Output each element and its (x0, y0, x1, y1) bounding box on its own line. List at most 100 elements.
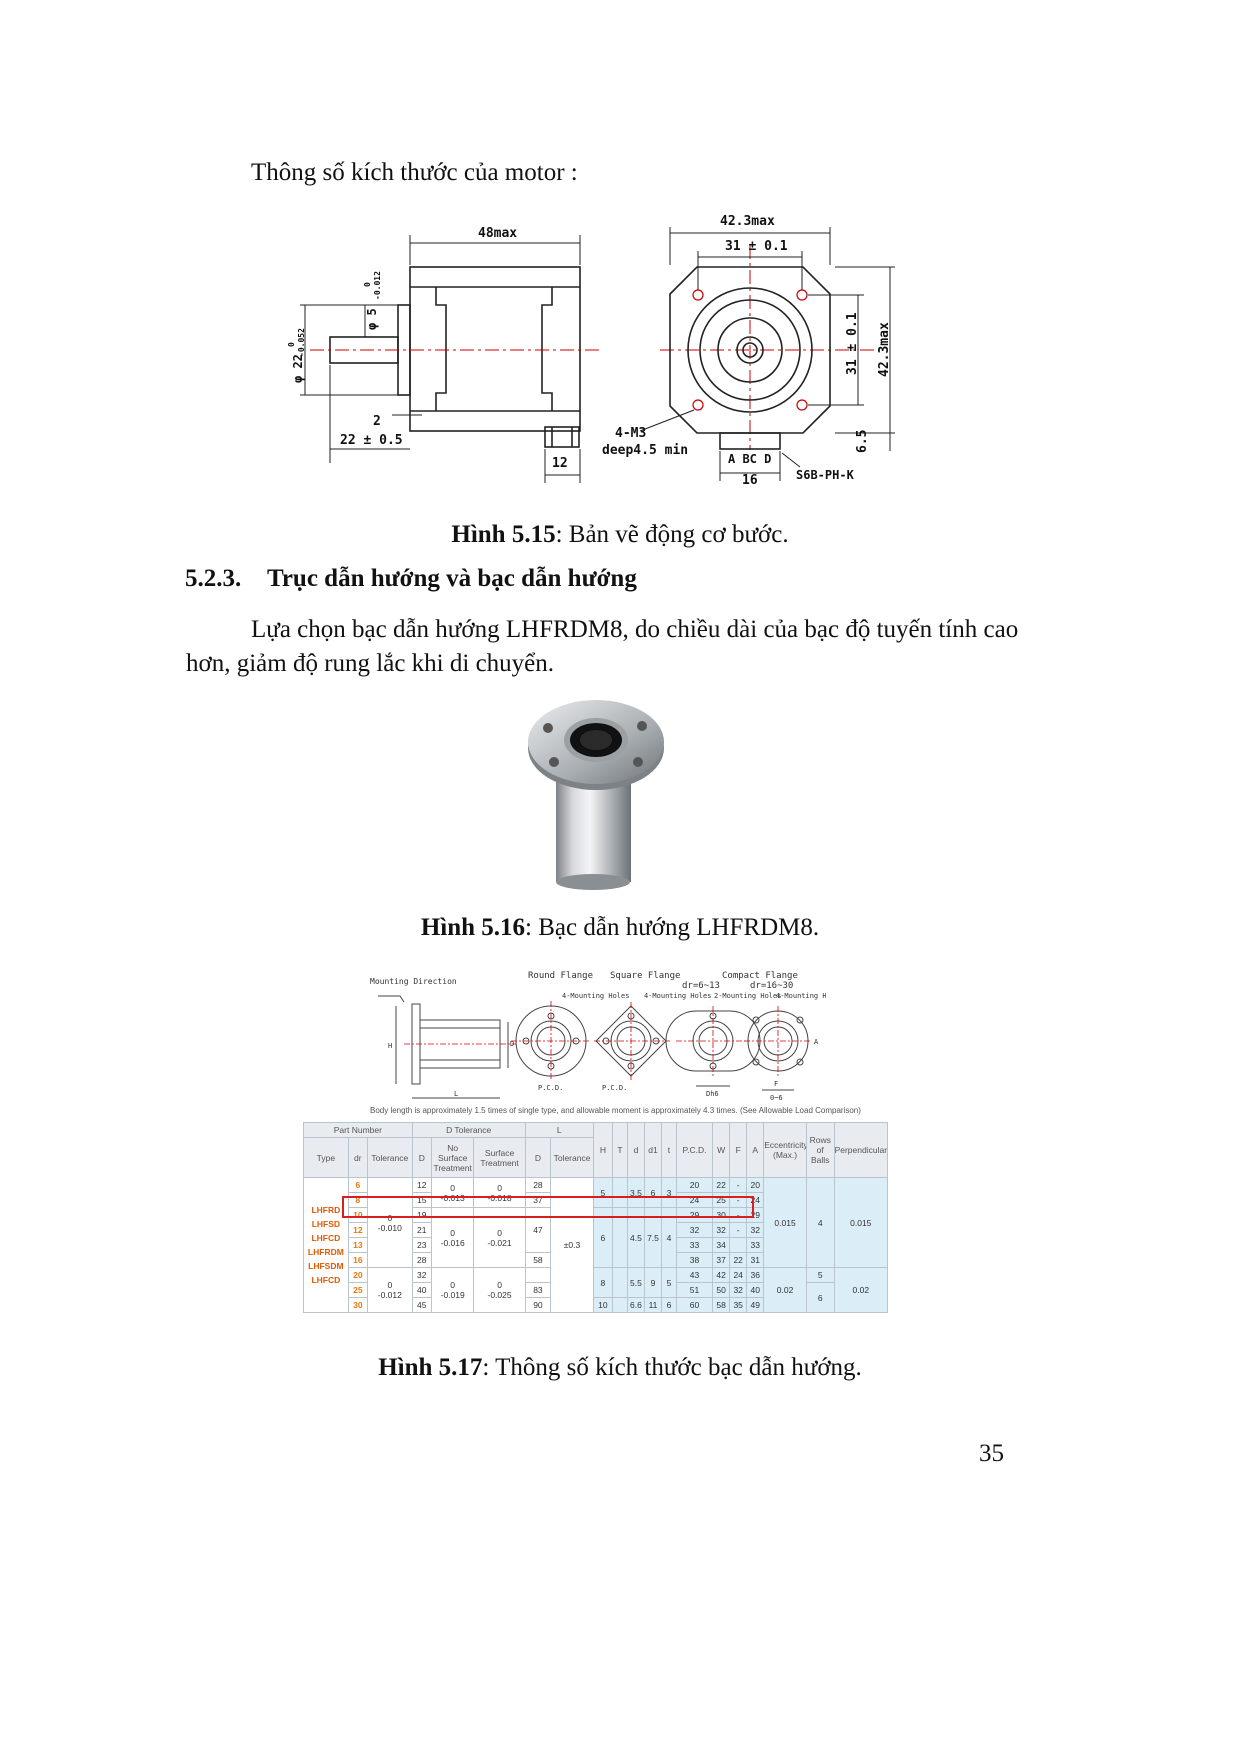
label-holes-square: 4-Mounting Holes (644, 992, 711, 1000)
label-L: L (454, 1090, 458, 1098)
type-name: LHFRDM (307, 1247, 344, 1257)
caption-label: Hình 5.15 (451, 521, 556, 548)
cell-D: 12 (411, 1177, 432, 1193)
label-b6: 0~6 (770, 1094, 783, 1102)
type-name: LHFSDM (308, 1261, 344, 1271)
dim-boss-height: 2 (373, 414, 381, 429)
th-part-number: Part Number (303, 1122, 413, 1138)
th-rows-of-balls: Rows of Balls (805, 1122, 835, 1178)
th-L-val: D (524, 1137, 552, 1178)
dim-hole-pitch-v: 31 ± 0.1 (845, 312, 860, 375)
cell-pcd: 32 (675, 1222, 714, 1238)
label-F: F (774, 1080, 778, 1088)
dim-shaft-dia: φ 5 (365, 308, 379, 330)
dim-pins: A BC D (728, 452, 771, 466)
figure-caption-5-16: Hình 5.16: Bạc dẫn hướng LHFRDM8. (0, 911, 1240, 945)
th-D: D (411, 1137, 432, 1178)
cell-dr-tol-a: 0-0.010 (366, 1177, 413, 1268)
th-perpendicularity: Perpendicularity (833, 1122, 889, 1178)
cell-perp-1: 0.015 (833, 1177, 889, 1268)
page-number: 35 (979, 1440, 1004, 1467)
cell-W: 58 (712, 1297, 731, 1313)
cell-W: 30 (712, 1207, 731, 1223)
spec-table-wrapper: Part Number D Tolerance L H T d d1 t P.C… (303, 1122, 889, 1313)
caption-text: : Bản vẽ động cơ bước. (555, 521, 789, 548)
cell-rows-2: 5 (805, 1267, 835, 1283)
th-A: A (746, 1122, 765, 1178)
dim-shaft-tol-upper: 0 (363, 282, 372, 287)
dim-boss-tol-upper: 0 (287, 342, 296, 347)
dim-height-max: 42.3max (877, 322, 892, 377)
paragraph-line-2: hơn, giảm độ rung lắc khi di chuyển. (186, 650, 555, 677)
cell-D: 28 (411, 1252, 432, 1268)
label-holes-compact-small: 2-Mounting Holes (714, 992, 781, 1000)
label-square-flange: Square Flange (610, 971, 680, 981)
label-D: D (510, 1040, 514, 1048)
intro-text: Thông số kích thước của motor : (251, 159, 578, 186)
cell-D: 32 (411, 1267, 432, 1283)
cell-dr: 6 (347, 1177, 368, 1193)
dim-length: 48max (478, 226, 517, 241)
cell-F: 24 (729, 1267, 748, 1283)
cell-F: 35 (729, 1297, 748, 1313)
cell-F: - (729, 1207, 748, 1223)
cell-W: 42 (712, 1267, 731, 1283)
th-L: L (524, 1122, 594, 1138)
bushing-photo (528, 700, 664, 890)
mount-hole-3 (692, 399, 704, 411)
cell-W: 22 (712, 1177, 731, 1193)
cell-d3: 5.5 (626, 1267, 645, 1298)
type-name: LHFCD (311, 1275, 341, 1285)
label-holes-round: 4-Mounting Holes (562, 992, 629, 1000)
label-dr-small: dr=6~13 (682, 981, 720, 991)
cell-dr: 20 (347, 1267, 368, 1283)
dim-conn-offset: 6.5 (855, 430, 870, 453)
label-H: H (388, 1042, 392, 1050)
paragraph-line-1: Lựa chọn bạc dẫn hướng LHFRDM8, do chiều… (251, 616, 1019, 643)
cell-A: 33 (746, 1237, 765, 1253)
cell-t4: 6 (661, 1297, 677, 1313)
type-name: LHFSD (311, 1219, 341, 1229)
mount-hole-1 (692, 289, 704, 301)
cell-rows-3: 6 (805, 1282, 835, 1313)
th-L-tolerance: Tolerance (550, 1137, 594, 1178)
cell-pcd: 43 (675, 1267, 714, 1283)
cell-d4: 6.6 (626, 1297, 645, 1313)
th-tolerance: Tolerance (366, 1137, 413, 1178)
dim-conn-type: S6B-PH-K (796, 468, 855, 482)
cell-dr: 25 (347, 1282, 368, 1298)
cell-L: 58 (524, 1252, 552, 1268)
cell-tol-f: 0-0.025 (473, 1267, 526, 1313)
label-A: A (814, 1038, 819, 1046)
type-name: LHFRD (311, 1205, 341, 1215)
cell-F: - (729, 1222, 748, 1238)
label-mounting-direction: Mounting Direction (370, 977, 457, 986)
cell-H4: 10 (592, 1297, 614, 1313)
cell-H3: 8 (592, 1267, 614, 1298)
label-holes-compact-large: 4-Mounting Holes (776, 992, 826, 1000)
th-no-surface: No Surface Treatment (430, 1137, 475, 1178)
th-W: W (712, 1122, 731, 1178)
section-number: 5.2.3. (185, 565, 242, 592)
dim-boss-tol-lower: -0.052 (297, 328, 306, 357)
dim-holes-depth: deep4.5 min (602, 443, 688, 458)
th-d: d (626, 1122, 645, 1178)
cell-pcd: 33 (675, 1237, 714, 1253)
th-t: t (661, 1122, 677, 1178)
cell-W: 34 (712, 1237, 731, 1253)
cell-rows-1: 4 (805, 1177, 835, 1268)
cell-T4 (612, 1297, 628, 1313)
cell-pcd: 20 (675, 1177, 714, 1193)
cell-L-tolerance: ±0.3 (550, 1177, 594, 1313)
cell-pcd: 60 (675, 1297, 714, 1313)
type-names-cell: LHFRD LHFSD LHFCD LHFRDM LHFSDM LHFCD (303, 1177, 349, 1313)
cell-H2: 6 (592, 1207, 614, 1268)
dim-shaft-len: 22 ± 0.5 (340, 433, 403, 448)
cell-L: 90 (524, 1297, 552, 1313)
th-H: H (592, 1122, 614, 1178)
cell-D: 23 (411, 1237, 432, 1253)
cell-dr: 12 (347, 1222, 368, 1238)
cell-ecc-1: 0.015 (763, 1177, 807, 1268)
cell-dr-tol-b: 0-0.012 (366, 1267, 413, 1313)
motor-front-plate (669, 266, 831, 434)
